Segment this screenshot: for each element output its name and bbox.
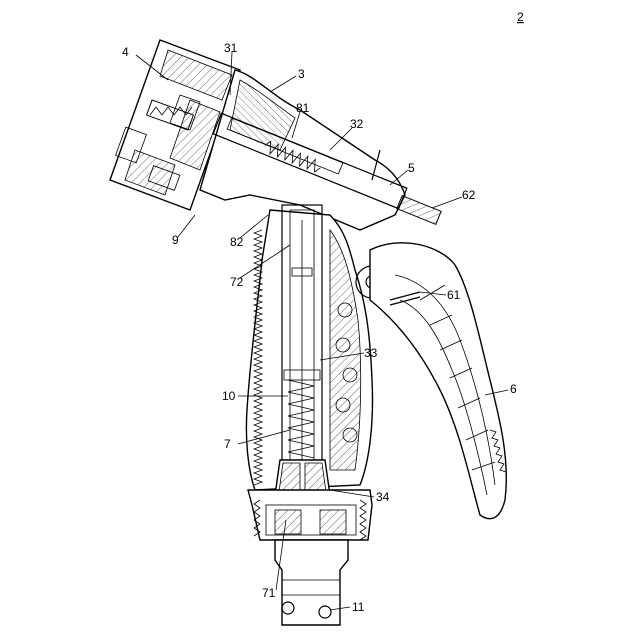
label-33: 33: [364, 346, 378, 360]
label-71: 71: [262, 586, 276, 600]
label-7: 7: [224, 437, 231, 451]
label-3: 3: [298, 67, 305, 81]
figure-number: 2: [517, 10, 524, 24]
label-9: 9: [172, 233, 179, 247]
label-62: 62: [462, 188, 476, 202]
label-31: 31: [224, 41, 238, 55]
label-34: 34: [376, 490, 390, 504]
grip-handle: [246, 205, 372, 495]
label-5: 5: [408, 161, 415, 175]
trigger-lever: [356, 243, 506, 519]
label-10: 10: [222, 389, 236, 403]
label-6: 6: [510, 382, 517, 396]
label-32: 32: [350, 117, 364, 131]
label-82: 82: [230, 235, 244, 249]
label-61: 61: [447, 288, 461, 302]
label-11: 11: [352, 600, 365, 614]
label-4: 4: [122, 45, 129, 59]
label-72: 72: [230, 275, 244, 289]
label-81: 81: [296, 101, 310, 115]
barrel-housing: [200, 70, 441, 230]
